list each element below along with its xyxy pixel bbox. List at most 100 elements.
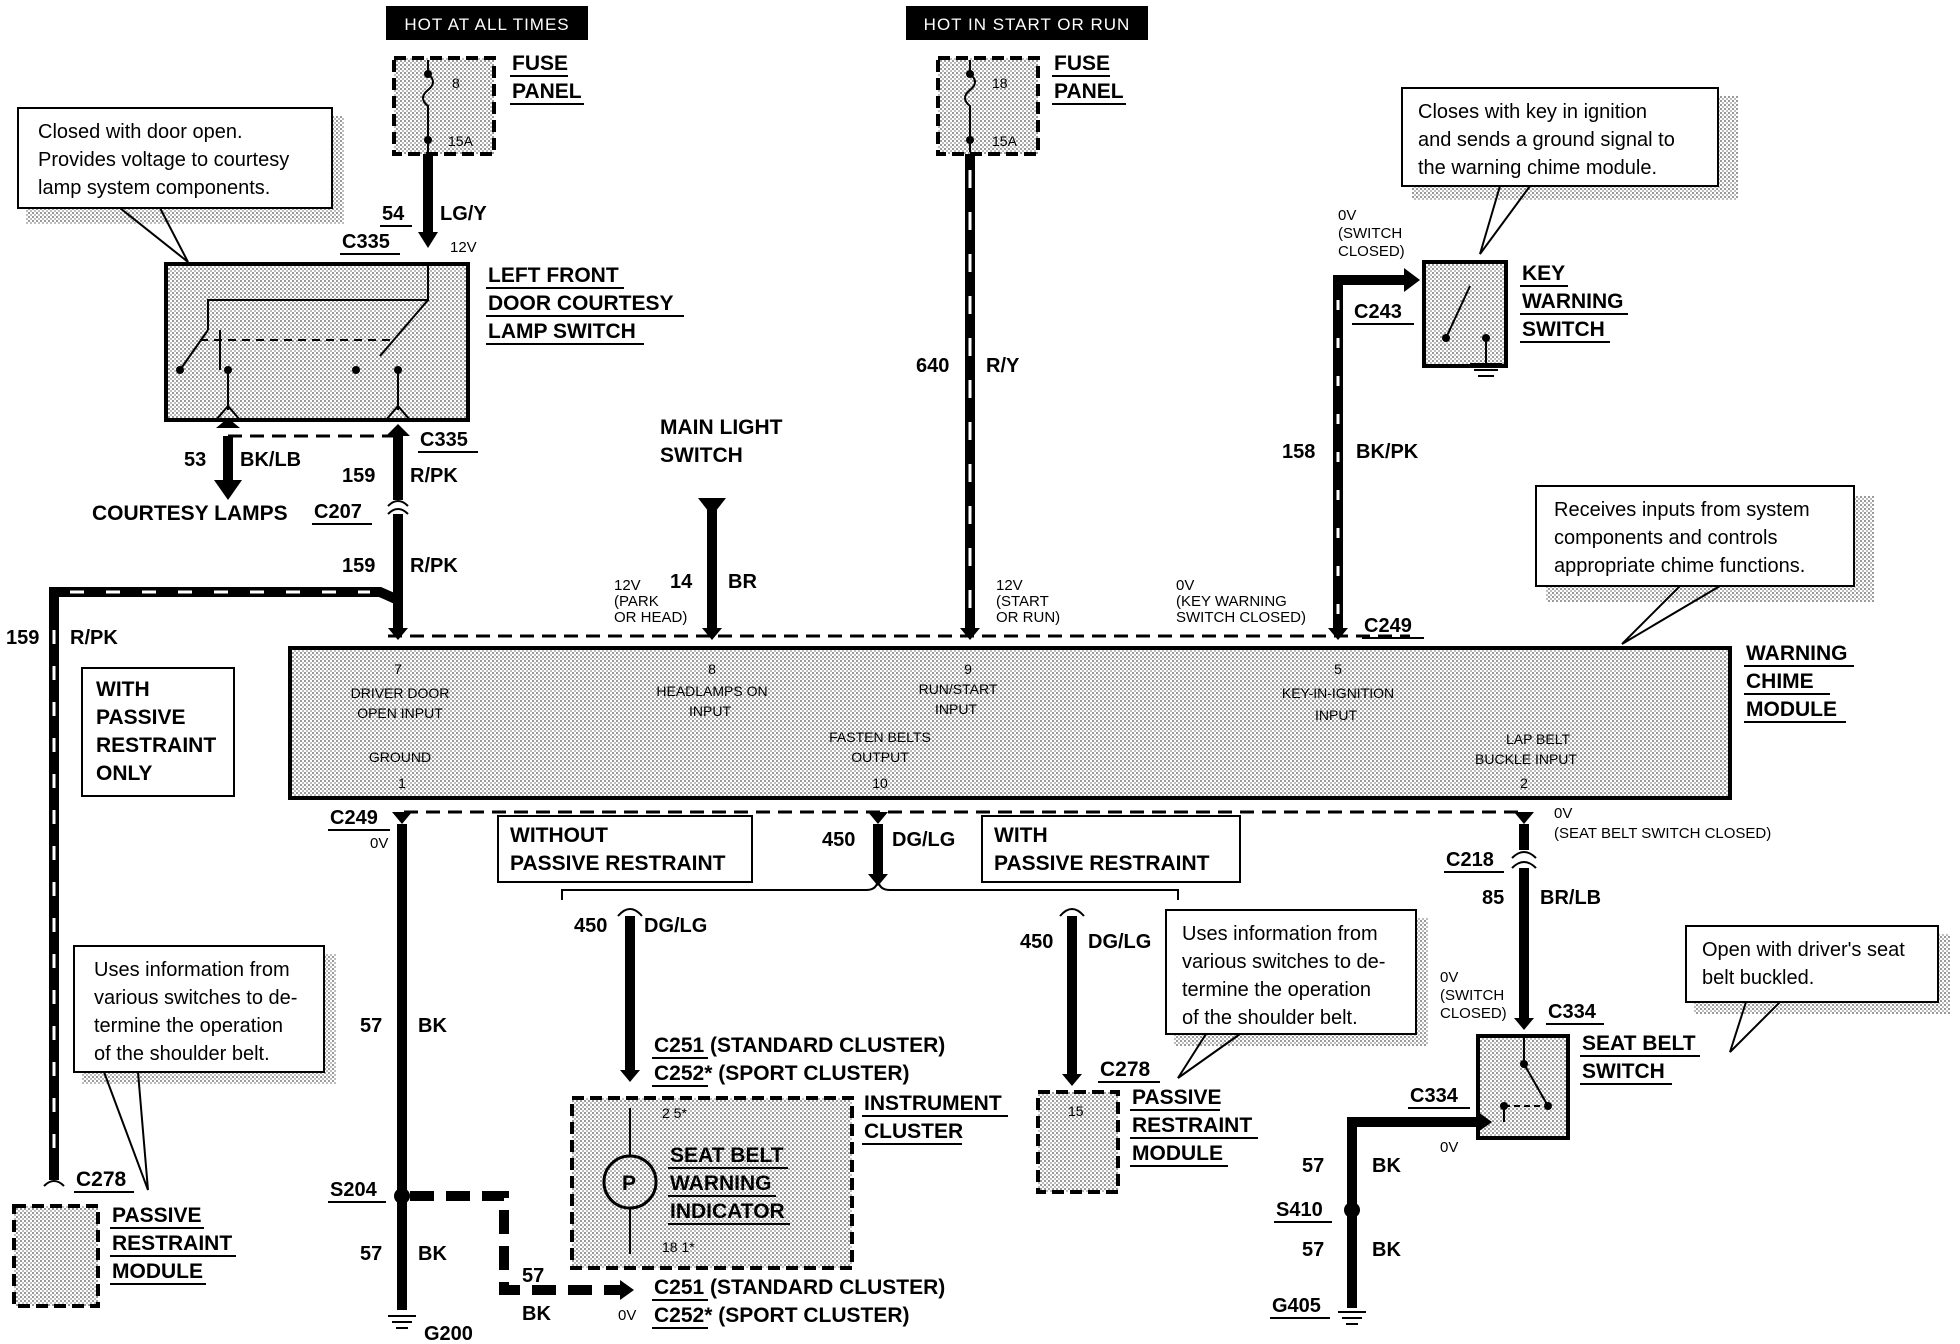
wire-450-cluster: 450 DG/LG C251 (STANDARD CLUSTER) C252* … [574, 908, 945, 1087]
svg-text:85: 85 [1482, 887, 1504, 909]
svg-text:0V: 0V [1338, 207, 1356, 224]
seat-belt-switch: SEAT BELT SWITCH [1476, 1032, 1700, 1140]
svg-text:Uses information from: Uses information from [1182, 923, 1378, 945]
svg-text:C243: C243 [1354, 301, 1402, 323]
svg-text:INDICATOR: INDICATOR [670, 1200, 785, 1223]
svg-text:640: 640 [916, 355, 949, 377]
svg-text:OR RUN): OR RUN) [996, 609, 1060, 626]
svg-text:R/PK: R/PK [410, 465, 458, 487]
svg-text:0V: 0V [618, 1307, 636, 1324]
svg-text:WARNING: WARNING [1522, 290, 1624, 313]
svg-text:0V: 0V [1440, 1139, 1458, 1156]
svg-text:HOT AT ALL TIMES: HOT AT ALL TIMES [404, 15, 569, 34]
without-passive-box: WITHOUT PASSIVE RESTRAINT [497, 815, 753, 883]
svg-text:G200: G200 [424, 1323, 473, 1344]
wire-159-left: 159 R/PK [6, 587, 401, 1187]
svg-text:KEY: KEY [1522, 262, 1565, 285]
svg-text:RESTRAINT: RESTRAINT [96, 734, 216, 757]
svg-text:450: 450 [1020, 931, 1053, 953]
svg-text:Provides voltage to courtesy: Provides voltage to courtesy [38, 149, 289, 171]
svg-text:INPUT: INPUT [935, 701, 977, 717]
svg-text:termine the operation: termine the operation [94, 1015, 283, 1037]
svg-text:BK: BK [1372, 1155, 1401, 1177]
svg-text:53: 53 [184, 449, 206, 471]
svg-text:CLOSED): CLOSED) [1338, 243, 1405, 260]
svg-text:R/PK: R/PK [410, 555, 458, 577]
svg-text:INSTRUMENT: INSTRUMENT [864, 1092, 1002, 1115]
svg-text:various switches to de-: various switches to de- [94, 987, 297, 1009]
svg-text:and sends a ground signal to: and sends a ground signal to [1418, 129, 1675, 151]
svg-text:SEAT BELT: SEAT BELT [1582, 1032, 1696, 1055]
svg-text:PANEL: PANEL [1054, 80, 1124, 103]
svg-text:of the shoulder belt.: of the shoulder belt. [1182, 1007, 1358, 1029]
svg-text:ONLY: ONLY [96, 762, 152, 785]
svg-text:MODULE: MODULE [1132, 1142, 1223, 1165]
svg-text:Uses information from: Uses information from [94, 959, 290, 981]
svg-text:INPUT: INPUT [1315, 707, 1357, 723]
svg-text:9: 9 [964, 661, 972, 677]
svg-text:C252* (SPORT CLUSTER): C252* (SPORT CLUSTER) [654, 1062, 910, 1085]
svg-text:(SWITCH: (SWITCH [1338, 225, 1402, 242]
svg-text:components and controls: components and controls [1554, 527, 1777, 549]
fuse-panel-2: 18 15A FUSE PANEL [936, 52, 1126, 156]
svg-text:PASSIVE: PASSIVE [1132, 1086, 1221, 1109]
svg-text:18: 18 [992, 75, 1008, 91]
wire-57-ground: C249 0V 57 BK S204 57 BK G200 [328, 807, 473, 1344]
svg-text:WARNING: WARNING [1746, 642, 1848, 665]
svg-text:COURTESY LAMPS: COURTESY LAMPS [92, 502, 288, 525]
wire-54: 54 LG/Y 12V C335 [340, 154, 487, 256]
svg-text:BK: BK [418, 1243, 447, 1265]
svg-text:(KEY WARNING: (KEY WARNING [1176, 593, 1287, 610]
svg-text:12V: 12V [614, 577, 641, 594]
svg-text:SWITCH CLOSED): SWITCH CLOSED) [1176, 609, 1306, 626]
svg-text:the warning chime module.: the warning chime module. [1418, 157, 1657, 179]
svg-text:SWITCH: SWITCH [660, 444, 743, 467]
svg-text:57: 57 [360, 1243, 382, 1265]
svg-text:DG/LG: DG/LG [1088, 931, 1151, 953]
svg-text:BK: BK [1372, 1239, 1401, 1261]
note-seat-belt-switch: Open with driver's seat belt buckled. [1685, 925, 1950, 1053]
svg-text:HOT IN START OR RUN: HOT IN START OR RUN [924, 15, 1131, 34]
door-courtesy-lamp-switch: LEFT FRONT DOOR COURTESY LAMP SWITCH [164, 262, 684, 422]
svg-text:HEADLAMPS ON: HEADLAMPS ON [656, 683, 767, 699]
svg-text:DOOR COURTESY: DOOR COURTESY [488, 292, 674, 315]
svg-text:DG/LG: DG/LG [892, 829, 955, 851]
svg-text:BK: BK [522, 1303, 551, 1325]
svg-text:14: 14 [670, 571, 693, 593]
svg-text:DRIVER DOOR: DRIVER DOOR [351, 685, 450, 701]
svg-text:57: 57 [1302, 1155, 1324, 1177]
svg-text:15A: 15A [448, 133, 474, 149]
svg-text:RUN/START: RUN/START [919, 681, 998, 697]
svg-text:C334: C334 [1410, 1085, 1459, 1107]
svg-text:BR/LB: BR/LB [1540, 887, 1601, 909]
svg-text:SWITCH: SWITCH [1522, 318, 1605, 341]
svg-text:(SEAT BELT SWITCH CLOSED): (SEAT BELT SWITCH CLOSED) [1554, 825, 1771, 842]
svg-text:C249: C249 [330, 807, 378, 829]
svg-text:8: 8 [708, 661, 716, 677]
svg-text:R/Y: R/Y [986, 355, 1020, 377]
svg-text:appropriate chime functions.: appropriate chime functions. [1554, 555, 1805, 577]
svg-text:(PARK: (PARK [614, 593, 659, 610]
svg-text:10: 10 [872, 775, 888, 791]
svg-text:PASSIVE RESTRAINT: PASSIVE RESTRAINT [994, 852, 1210, 875]
svg-text:12V: 12V [450, 239, 477, 256]
instrument-cluster: P 2 5* 18 1* SEAT BELT WARNING INDICATOR… [570, 1092, 1008, 1329]
svg-text:C252* (SPORT CLUSTER): C252* (SPORT CLUSTER) [654, 1304, 910, 1327]
passive-restraint-module-right: 15 PASSIVE RESTRAINT MODULE [1036, 1086, 1258, 1194]
note-key-switch: Closes with key in ignition and sends a … [1401, 87, 1738, 255]
wire-57-right-ground: C334 0V 57 BK S410 57 BK G405 [1270, 1085, 1492, 1325]
svg-text:RESTRAINT: RESTRAINT [112, 1232, 232, 1255]
fuse-panel-1: 8 15A FUSE PANEL [392, 52, 584, 156]
note-prm-left: Uses information from various switches t… [73, 945, 336, 1191]
svg-text:MODULE: MODULE [112, 1260, 203, 1283]
wire-158: 0V (SWITCH CLOSED) C243 158 BK/PK 0V (KE… [1176, 207, 1420, 640]
header-hot-start-run: HOT IN START OR RUN [906, 6, 1148, 40]
svg-text:159: 159 [6, 627, 39, 649]
svg-text:Closed with door open.: Closed with door open. [38, 121, 243, 143]
svg-text:Closes with key in ignition: Closes with key in ignition [1418, 101, 1647, 123]
svg-text:BK: BK [418, 1015, 447, 1037]
svg-text:7: 7 [394, 661, 402, 677]
svg-text:GROUND: GROUND [369, 749, 431, 765]
svg-text:0V: 0V [1440, 969, 1458, 986]
svg-text:belt buckled.: belt buckled. [1702, 967, 1814, 989]
